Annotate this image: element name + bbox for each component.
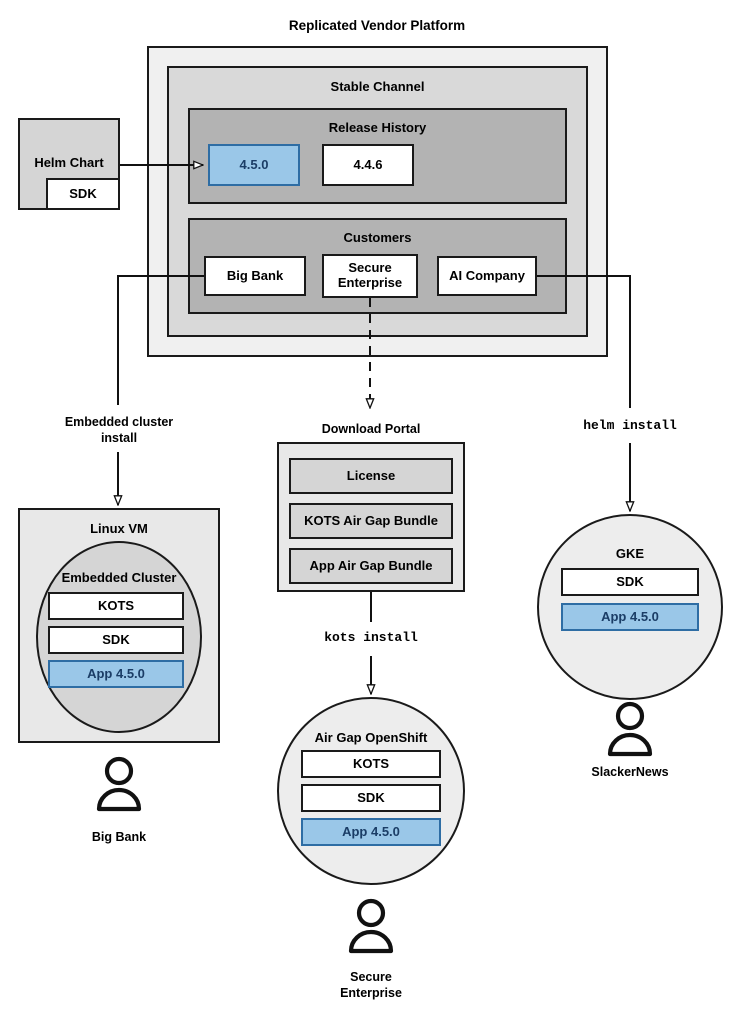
download-portal-item-kots-air-gap-bundle[interactable]: KOTS Air Gap Bundle: [289, 503, 453, 539]
owner-label-slackernews: SlackerNews: [591, 765, 669, 779]
owner-label-secure-enterprise: Secure Enterprise: [340, 970, 402, 1000]
avatar-secure-enterprise: [348, 898, 394, 954]
wire-big-bank-to-linux-vm: [117, 275, 204, 405]
air-gap-openshift-component-kots[interactable]: KOTS: [301, 750, 441, 778]
helm-chart-sdk-box[interactable]: SDK: [46, 178, 120, 210]
download-portal-title: Download Portal: [321, 422, 421, 436]
gke-component-sdk[interactable]: SDK: [561, 568, 699, 596]
air-gap-openshift-component-sdk[interactable]: SDK: [301, 784, 441, 812]
wire-ai-company-to-gke: [537, 275, 631, 408]
edge-label-kots-install: kots install: [324, 630, 418, 645]
customer-big-bank[interactable]: Big Bank: [204, 256, 306, 296]
edge-label-helm-install: helm install: [583, 418, 677, 433]
download-portal-item-app-air-gap-bundle[interactable]: App Air Gap Bundle: [289, 548, 453, 584]
owner-label-big-bank: Big Bank: [91, 830, 147, 844]
download-portal-item-license[interactable]: License: [289, 458, 453, 494]
linux-vm-component-sdk[interactable]: SDK: [48, 626, 184, 654]
diagram-title: Replicated Vendor Platform: [288, 18, 466, 33]
edge-label-embedded-cluster-install: Embedded cluster install: [64, 415, 174, 445]
linux-vm-component-kots[interactable]: KOTS: [48, 592, 184, 620]
release-4-5-0[interactable]: 4.5.0: [208, 144, 300, 186]
avatar-slackernews: [607, 701, 653, 757]
customer-secure-enterprise[interactable]: Secure Enterprise: [322, 254, 418, 298]
linux-vm-component-app[interactable]: App 4.5.0: [48, 660, 184, 688]
gke-component-app[interactable]: App 4.5.0: [561, 603, 699, 631]
air-gap-openshift-component-app[interactable]: App 4.5.0: [301, 818, 441, 846]
customer-ai-company[interactable]: AI Company: [437, 256, 537, 296]
release-4-4-6[interactable]: 4.4.6: [322, 144, 414, 186]
avatar-big-bank: [96, 756, 142, 812]
